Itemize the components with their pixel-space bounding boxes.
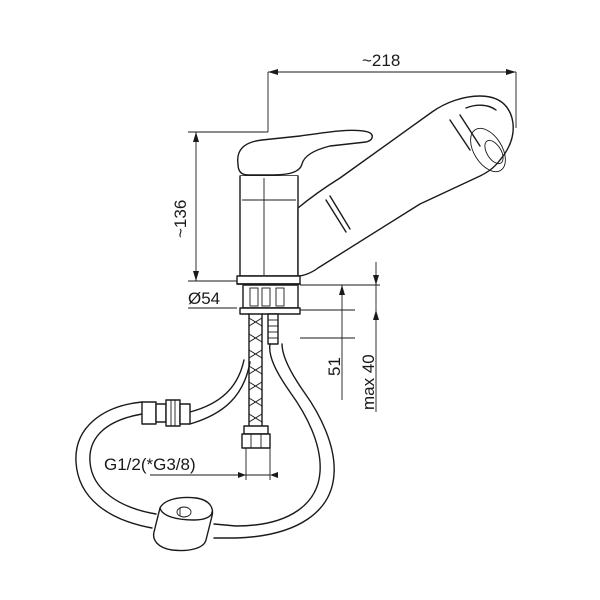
dimension-diameter: Ø54 xyxy=(188,289,237,309)
height-label: ~136 xyxy=(171,200,190,238)
reach-label: ~218 xyxy=(362,51,400,70)
dimension-right: 51 max 40 xyxy=(300,262,380,412)
faucet-body xyxy=(237,95,514,277)
dimension-reach: ~218 xyxy=(267,51,517,132)
depth-51-label: 51 xyxy=(325,357,344,376)
max-40-label: max 40 xyxy=(359,354,378,410)
diameter-label: Ø54 xyxy=(188,289,220,308)
braided-supply-hose: G1/2(*G3/8) xyxy=(104,313,278,480)
thread-label: G1/2(*G3/8) xyxy=(104,455,196,474)
faucet-base xyxy=(236,275,301,345)
dimension-height: ~136 xyxy=(171,131,268,282)
pullout-hose xyxy=(75,343,335,552)
